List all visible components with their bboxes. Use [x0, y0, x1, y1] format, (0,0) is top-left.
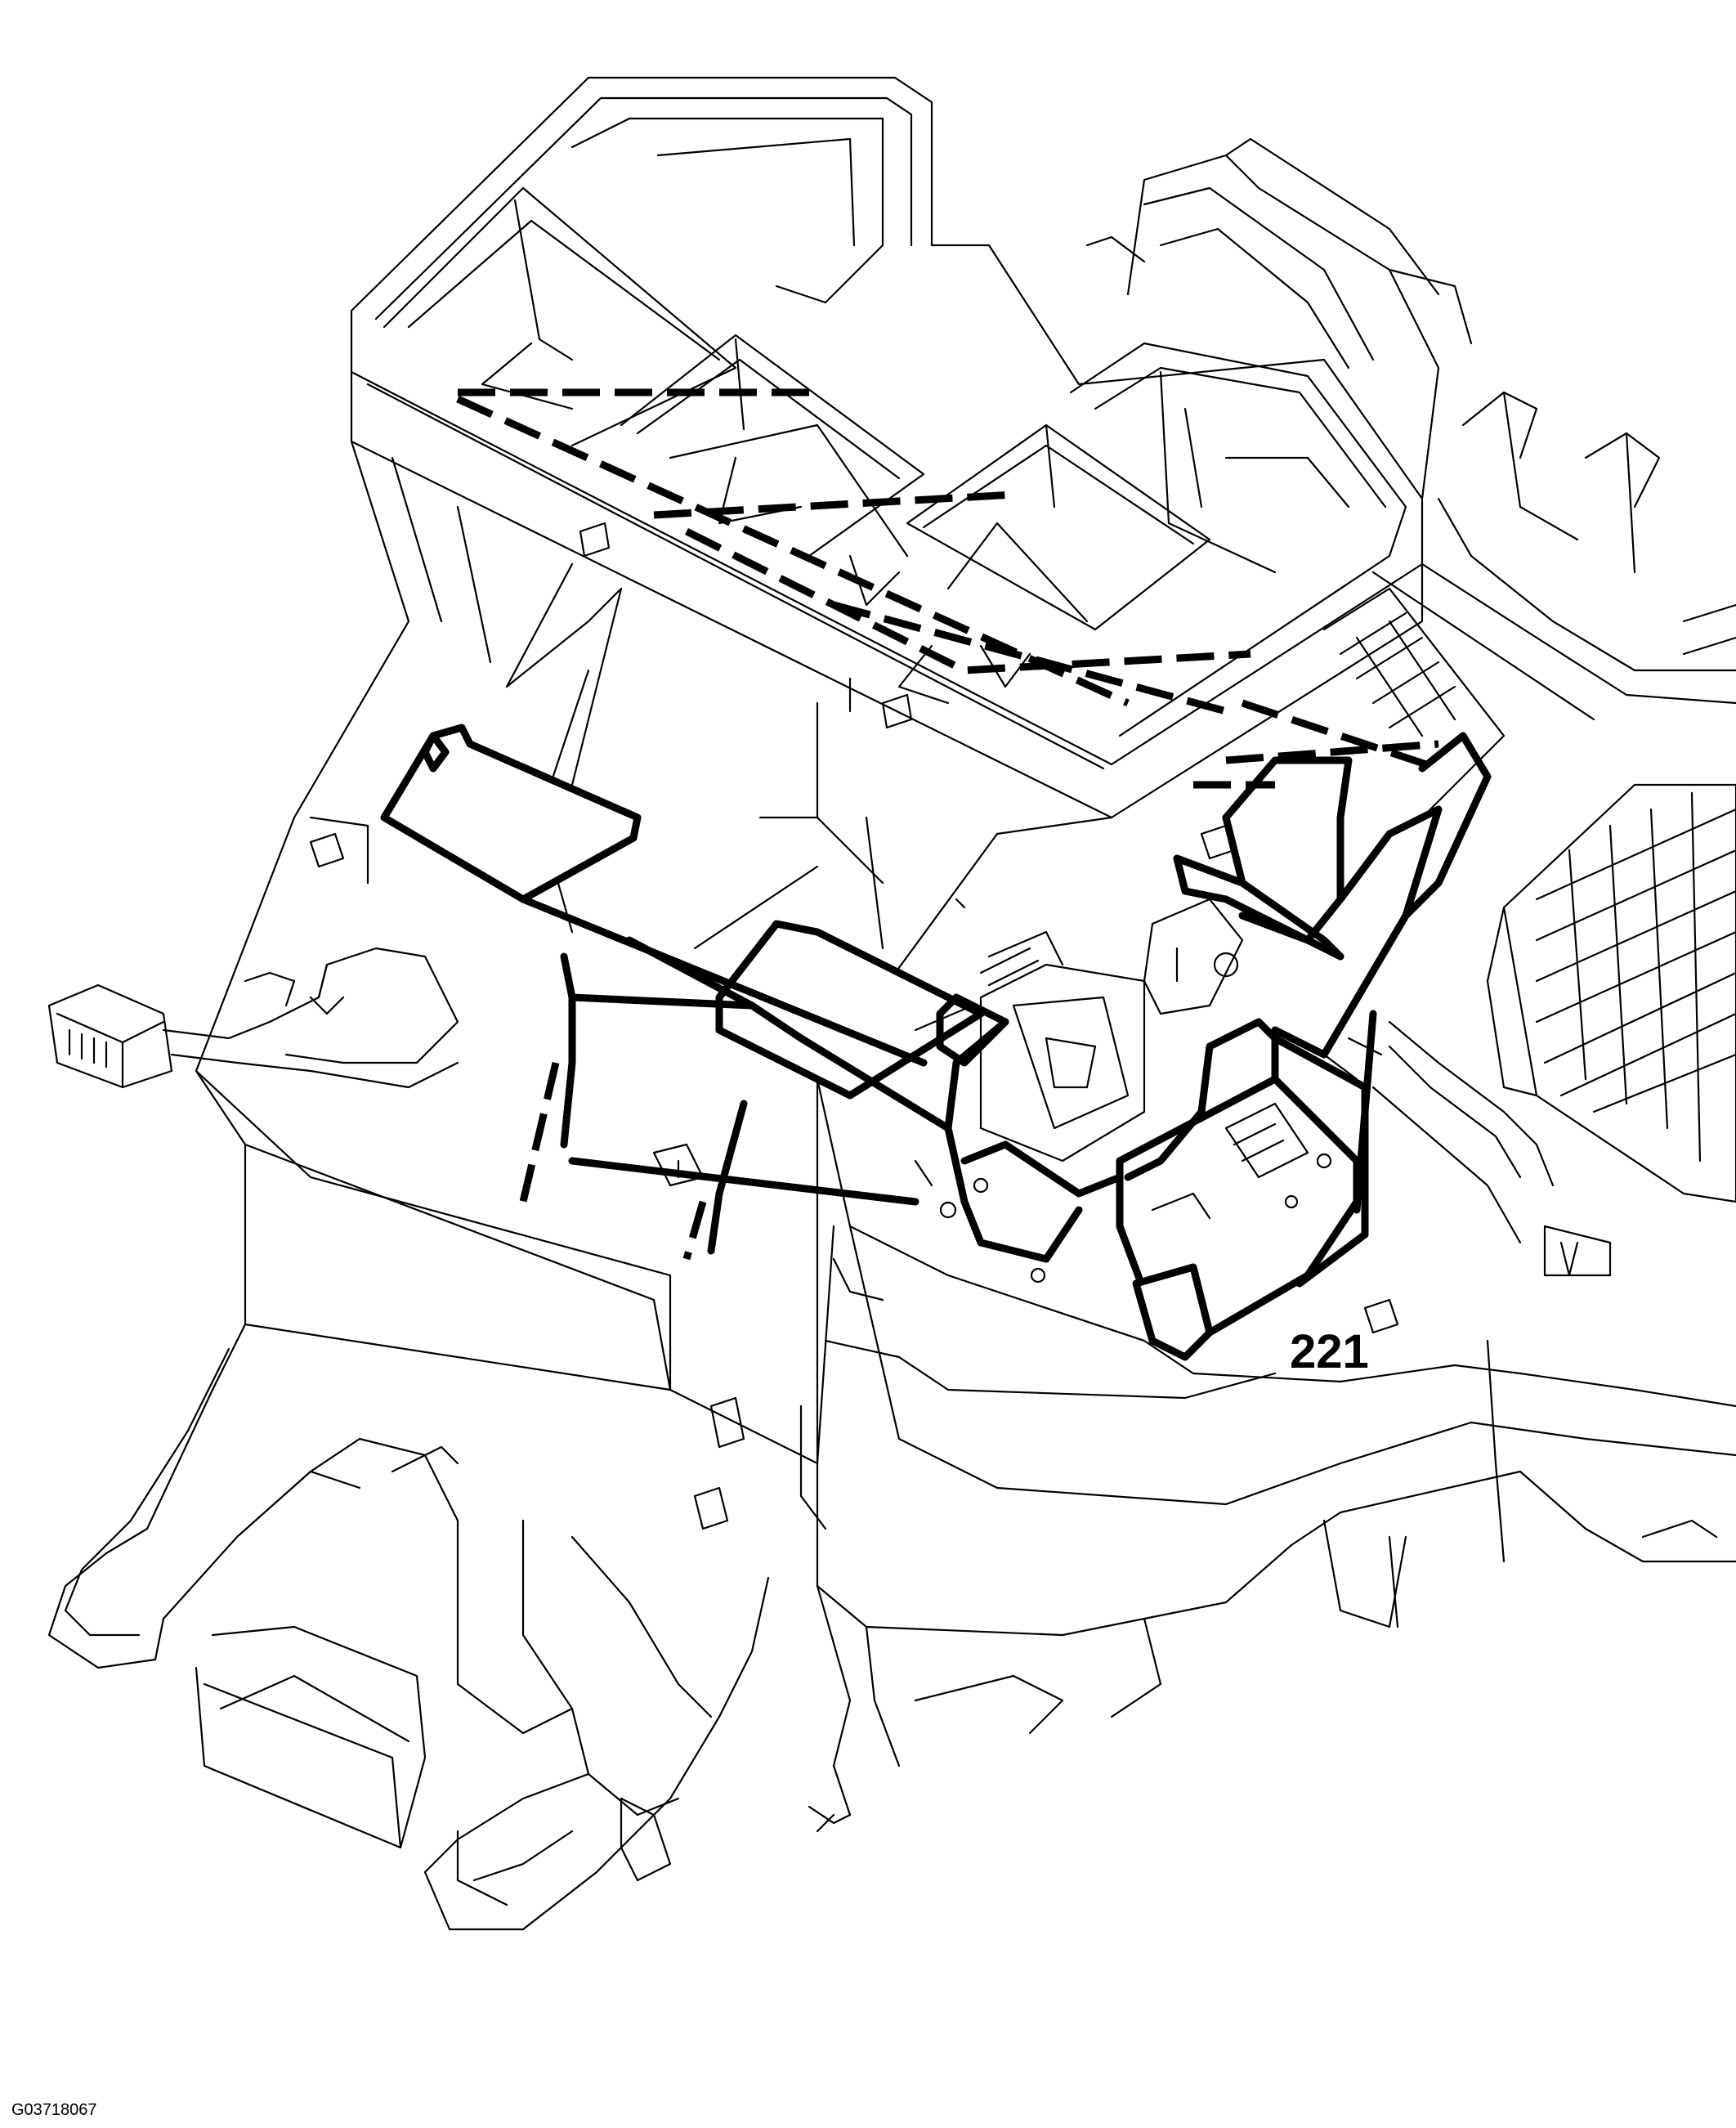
top-vent-frame [350, 76, 1424, 819]
frame-inner-linkage [481, 342, 1089, 688]
heater-hoses [832, 1020, 1555, 1301]
figure-id: G03718067 [11, 2101, 97, 2119]
actuator-motors-left [380, 724, 985, 1255]
upper-right-ducts [1085, 137, 1736, 721]
mounting-clips [309, 522, 1399, 1530]
component-callout-label: 221 [1290, 1325, 1369, 1378]
blower-wheel-grid [1486, 783, 1736, 1203]
left-harness-connector [47, 947, 459, 1089]
center-blower-components [979, 898, 1244, 1163]
actuator-221-and-harness [936, 732, 1492, 1361]
harness-hidden-route [456, 388, 1440, 1261]
lower-right-housing [799, 1077, 1736, 1833]
leader-lines [505, 562, 974, 1032]
floor-ducts-left [47, 1069, 770, 1931]
actuator-detail [1151, 1102, 1332, 1220]
mesh-filter [1322, 587, 1506, 819]
